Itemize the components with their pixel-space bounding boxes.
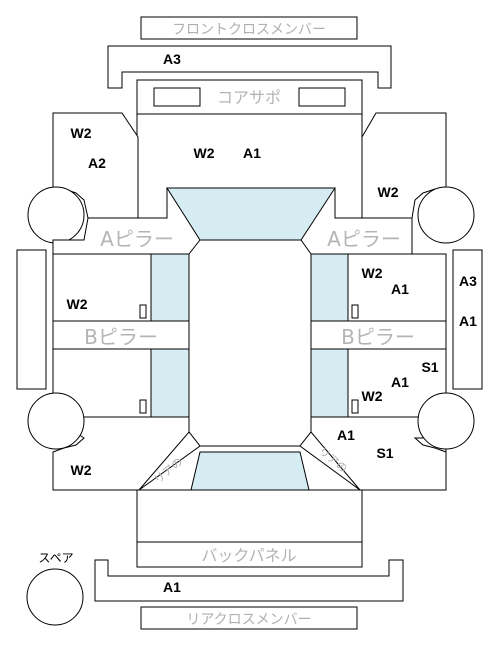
front-left-wheel <box>27 186 85 244</box>
right-side-sill <box>452 249 483 390</box>
core-support-label: コアサポ <box>217 88 281 107</box>
spare-label: スペア <box>38 551 73 565</box>
a-pillar-left-label: Aピラー <box>100 227 174 251</box>
front-left-fender-a-code: A2 <box>88 155 106 171</box>
core-support-left-slot <box>153 87 201 107</box>
back-panel-label: バックパネル <box>201 546 296 565</box>
front-right-fender <box>361 112 447 219</box>
rear-right-window <box>310 348 349 418</box>
front-right-fender-w-code: W2 <box>378 184 399 200</box>
right-sill-a3-code: A3 <box>459 273 477 289</box>
rear-left-handle <box>139 399 147 414</box>
rear-right-quarter-a-code: A1 <box>337 427 355 443</box>
rear-right-quarter-s-code: S1 <box>376 445 393 461</box>
front-cross-member-label: フロントクロスメンバー <box>172 22 326 38</box>
rear-right-door-w-code: W2 <box>362 388 383 404</box>
rear-left-window <box>150 348 190 418</box>
rear-left-wheel <box>27 392 85 450</box>
front-cross-bracket <box>107 45 392 89</box>
spare-tire <box>26 568 84 626</box>
b-pillar-left-label: Bピラー <box>84 325 158 349</box>
front-cross-code: A3 <box>163 51 181 67</box>
front-right-handle <box>351 304 359 319</box>
front-cross-member-box <box>140 16 358 40</box>
rear-left-light-area <box>138 431 201 491</box>
front-left-window <box>150 253 190 322</box>
left-side-sill <box>16 249 47 390</box>
hood-w-code: W2 <box>194 145 215 161</box>
core-support-right-slot <box>298 87 346 107</box>
trunk-lid <box>136 489 363 543</box>
front-right-door-a-code: A1 <box>391 281 409 297</box>
rear-right-door-a-code: A1 <box>391 374 409 390</box>
front-left-fender-w-code: W2 <box>71 125 92 141</box>
rear-cross-member-label: リアクロスメンバー <box>186 612 311 628</box>
front-right-window <box>310 253 349 322</box>
rear-window <box>190 451 310 491</box>
back-panel-box <box>136 541 363 568</box>
b-pillar-right-label: Bピラー <box>341 325 415 349</box>
front-right-wheel <box>417 186 475 244</box>
front-left-door-w-code: W2 <box>67 296 88 312</box>
rear-cross-member-box <box>140 606 358 630</box>
rear-right-wheel <box>417 392 475 450</box>
front-right-door-w-code: W2 <box>362 265 383 281</box>
rear-cross-bracket <box>94 559 404 602</box>
front-left-handle <box>139 304 147 319</box>
rear-right-handle <box>351 399 359 414</box>
rear-left-quarter-w-code: W2 <box>71 462 92 478</box>
right-sill-a1-code: A1 <box>459 313 477 329</box>
b-pillar-right-band <box>310 320 447 350</box>
rear-cross-code: A1 <box>163 579 181 595</box>
roof-panel <box>188 239 312 447</box>
rear-right-light-area <box>299 431 361 491</box>
rear-right-door-s-code: S1 <box>421 359 438 375</box>
hood-a-code: A1 <box>243 145 261 161</box>
a-pillar-right-label: Aピラー <box>327 227 401 251</box>
